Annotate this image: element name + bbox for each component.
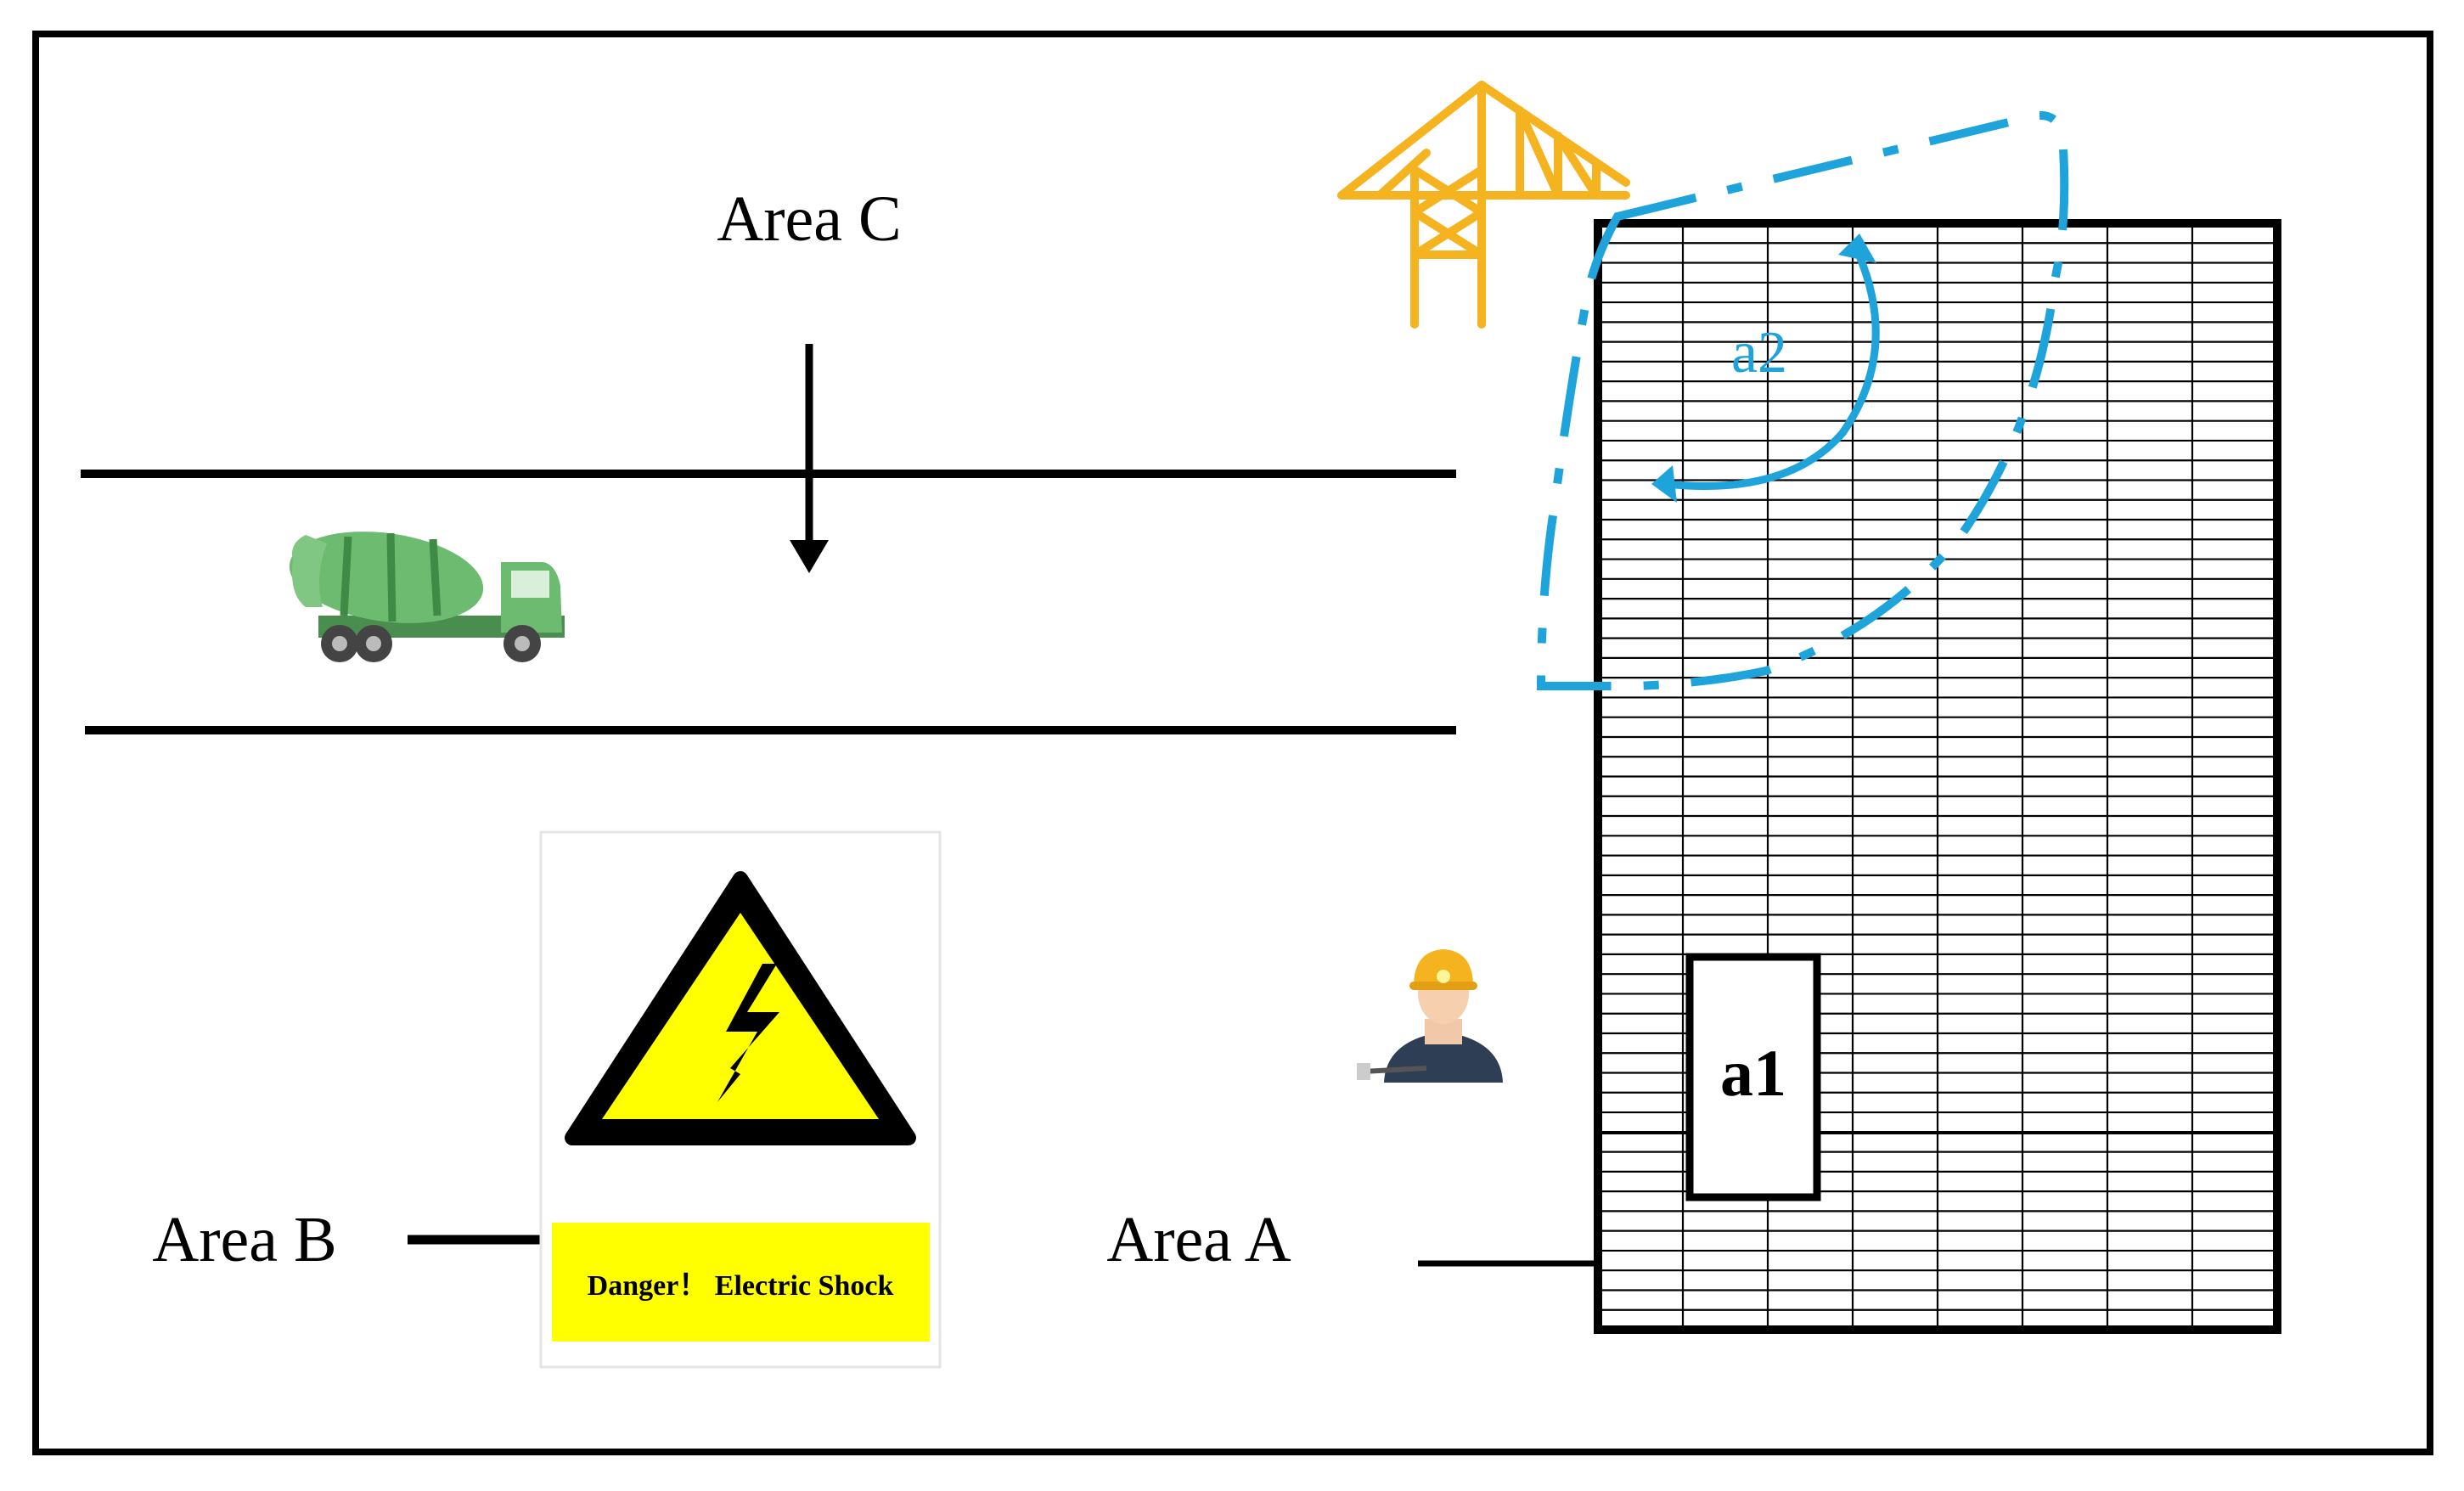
area-b-label: Area B [152, 1204, 336, 1275]
zone-a1: a1 [1685, 953, 1821, 1201]
outer-frame [32, 31, 2433, 1455]
worker-icon [1357, 949, 1503, 1083]
area-a-label: Area A [1106, 1204, 1291, 1275]
concrete-mixer-truck-icon [289, 532, 565, 662]
danger-zone-a2: a2 [1536, 111, 2069, 690]
a1-label: a1 [1720, 1036, 1786, 1110]
area-c-arrow [790, 344, 829, 573]
tower-crane-icon [1337, 81, 1630, 329]
a2-label: a2 [1731, 320, 1787, 385]
danger-sign-text: Danger！ Electric Shock [588, 1270, 894, 1302]
danger-sign: Danger！ Electric Shock [539, 830, 942, 1369]
electric-hazard-icon [565, 871, 916, 1145]
danger-sign-banner [552, 1223, 930, 1342]
area-c-label: Area C [717, 183, 901, 255]
